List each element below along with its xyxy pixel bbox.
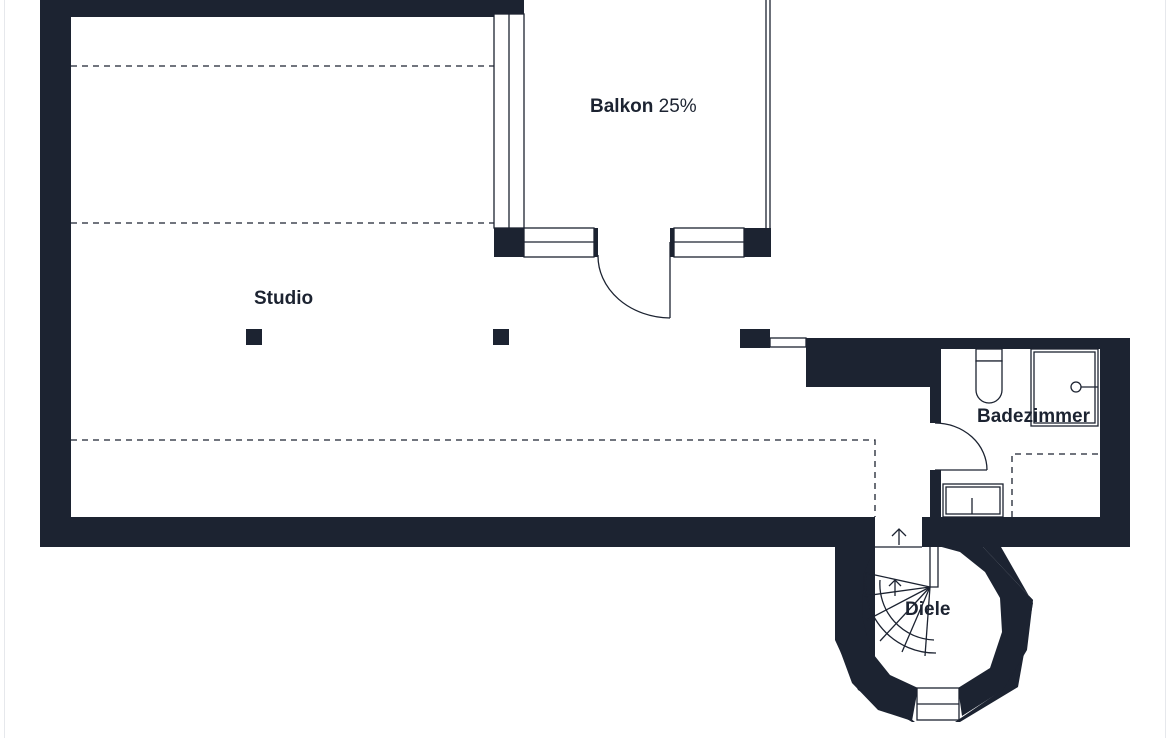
balkon-percentage: 25%: [659, 96, 697, 117]
balkon-label: Balkon 25%: [590, 96, 697, 117]
bathroom: [934, 348, 1100, 518]
bathroom-door: [934, 422, 988, 471]
balcony-area: [493, 0, 771, 258]
diele-label: Diele: [905, 599, 950, 620]
stair-tower: [835, 546, 1130, 722]
shower-icon: [1030, 348, 1099, 427]
toilet-icon: [975, 348, 1003, 404]
columns: [246, 329, 807, 348]
spiral-stair: [863, 547, 939, 657]
balcony-door: [597, 242, 671, 319]
studio-label: Studio: [254, 288, 313, 309]
outer-walls: [40, 0, 1130, 547]
balkon-name: Balkon: [590, 96, 653, 117]
badezimmer-label: Badezimmer: [977, 406, 1091, 427]
slope-lines: [71, 65, 876, 517]
sink-icon: [942, 483, 1004, 518]
stair-arrow-icon: [888, 528, 907, 596]
